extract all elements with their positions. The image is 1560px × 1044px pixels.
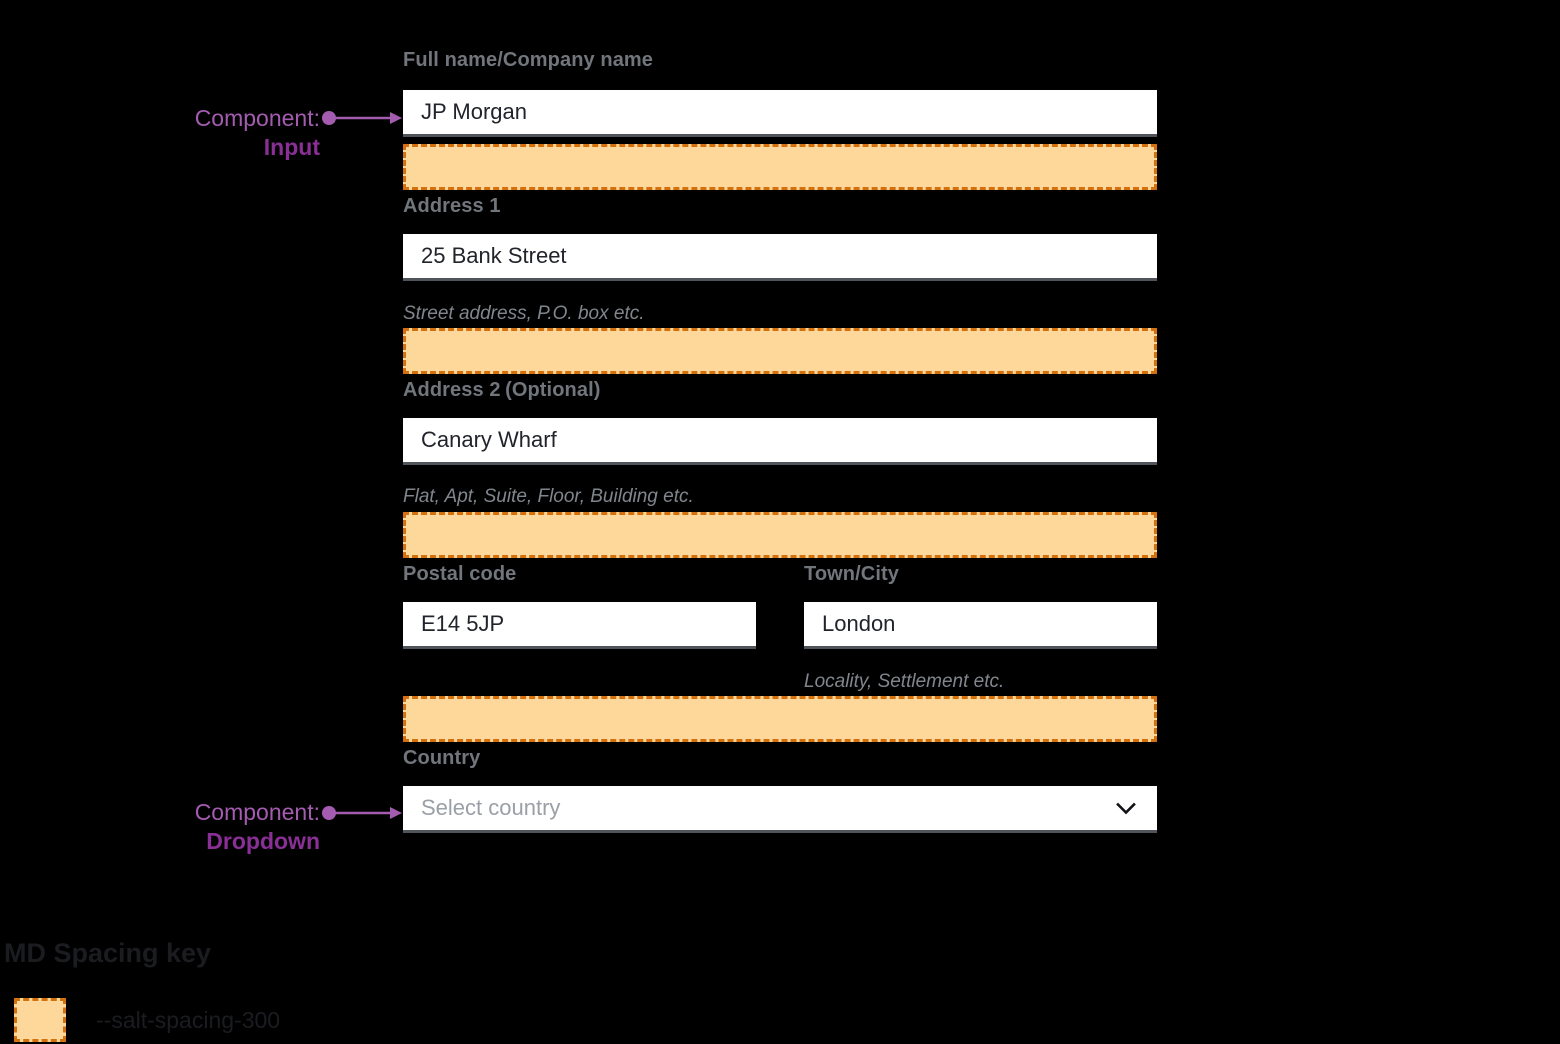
connector-dot bbox=[322, 111, 336, 125]
field-label-text: Address 2 bbox=[403, 379, 501, 401]
connector-dot bbox=[322, 806, 336, 820]
annotation-component-name: Dropdown bbox=[206, 828, 320, 855]
input-full-name[interactable]: JP Morgan bbox=[403, 90, 1157, 137]
helper-address-1: Street address, P.O. box etc. bbox=[403, 304, 645, 324]
input-full-name-value: JP Morgan bbox=[421, 99, 527, 124]
input-address-1[interactable]: 25 Bank Street bbox=[403, 234, 1157, 281]
connector-arrowhead bbox=[390, 807, 402, 819]
spacing-block-300 bbox=[403, 512, 1157, 558]
dropdown-annotation-connector bbox=[322, 803, 404, 823]
spacing-key-swatch bbox=[14, 998, 66, 1042]
field-label-optional: (Optional) bbox=[505, 379, 601, 401]
input-address-2[interactable]: Canary Wharf bbox=[403, 418, 1157, 465]
spacing-key-row: --salt-spacing-300 bbox=[14, 998, 280, 1042]
annotation-component-name: Input bbox=[263, 134, 320, 161]
field-label-text: Address 1 bbox=[403, 195, 501, 217]
label-postal-code: Postal code bbox=[403, 564, 516, 585]
helper-text: Locality, Settlement etc. bbox=[804, 671, 1005, 692]
spacing-key-title: MD Spacing key bbox=[4, 938, 212, 968]
input-address-2-value: Canary Wharf bbox=[421, 427, 557, 452]
label-full-name: Full name/Company name bbox=[403, 50, 653, 71]
helper-text: Street address, P.O. box etc. bbox=[403, 303, 645, 324]
field-label-text: Town/City bbox=[804, 563, 899, 585]
dropdown-country[interactable]: Select country bbox=[403, 786, 1157, 833]
connector-arrowhead bbox=[390, 112, 402, 124]
input-town-city[interactable]: London bbox=[804, 602, 1157, 649]
input-town-city-value: London bbox=[822, 611, 896, 636]
helper-address-2: Flat, Apt, Suite, Floor, Building etc. bbox=[403, 487, 694, 507]
annotation-prefix: Component: bbox=[194, 105, 320, 131]
field-label-text: Country bbox=[403, 747, 481, 769]
chevron-down-icon[interactable] bbox=[1113, 795, 1139, 821]
dropdown-annotation: Component: Dropdown bbox=[60, 798, 320, 857]
field-label-text: Full name/Company name bbox=[403, 49, 654, 71]
field-label-text: Postal code bbox=[403, 563, 517, 585]
helper-town-city: Locality, Settlement etc. bbox=[804, 672, 1004, 692]
spacing-block-300 bbox=[403, 144, 1157, 190]
input-annotation-connector bbox=[322, 108, 404, 128]
label-address-2: Address 2 (Optional) bbox=[403, 380, 601, 401]
input-postal-code[interactable]: E14 5JP bbox=[403, 602, 756, 649]
spacing-block-300 bbox=[403, 328, 1157, 374]
label-country: Country bbox=[403, 748, 480, 769]
label-town-city: Town/City bbox=[804, 564, 899, 585]
input-annotation: Component: Input bbox=[60, 104, 320, 163]
input-address-1-value: 25 Bank Street bbox=[421, 243, 567, 268]
spacing-block-300 bbox=[403, 696, 1157, 742]
label-address-1: Address 1 bbox=[403, 196, 501, 217]
annotation-prefix: Component: bbox=[194, 799, 320, 825]
helper-text: Flat, Apt, Suite, Floor, Building etc. bbox=[403, 486, 694, 507]
input-postal-code-value: E14 5JP bbox=[421, 611, 505, 636]
dropdown-country-placeholder: Select country bbox=[421, 795, 561, 820]
spacing-key-token: --salt-spacing-300 bbox=[96, 1006, 281, 1033]
